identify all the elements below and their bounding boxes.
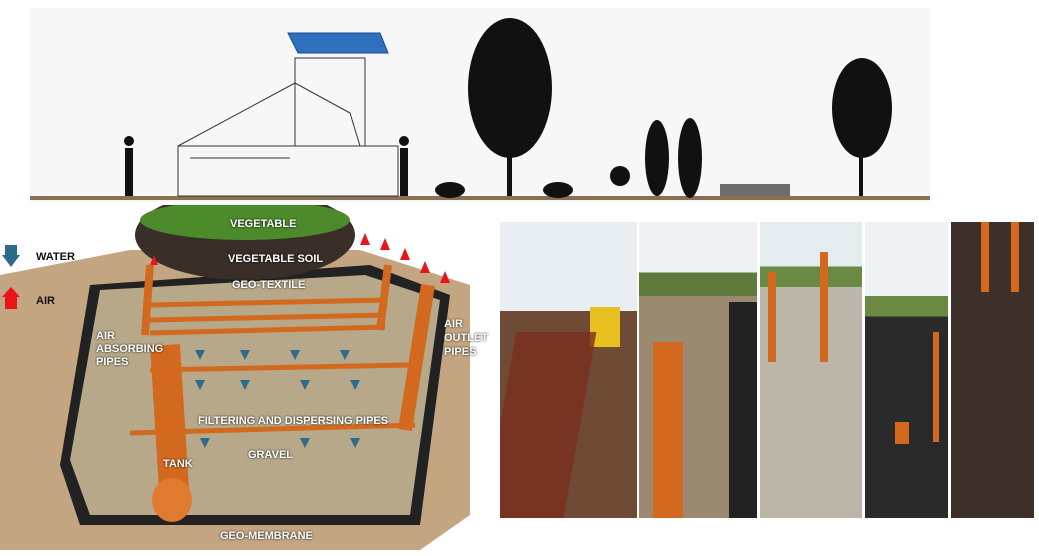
excavator — [590, 307, 620, 347]
photo-excavation — [500, 222, 637, 518]
label-gravel: GRAVEL — [248, 449, 294, 461]
wooden-boards — [500, 332, 597, 518]
label-filtering-pipes: FILTERING AND DISPERSING PIPES — [198, 415, 389, 427]
label-geo-textile: GEO-TEXTILE — [232, 279, 306, 291]
membrane — [729, 302, 757, 518]
tank-end — [152, 478, 192, 522]
photo-backfilled-soil — [951, 222, 1034, 518]
label-vegetable: VEGETABLE — [230, 218, 297, 230]
photo-geo-membrane — [865, 222, 948, 518]
elevation-drawing — [30, 18, 930, 200]
people-silhouettes — [124, 136, 409, 196]
legend-air: AIR — [36, 295, 55, 307]
pipe — [895, 422, 909, 444]
cutaway-illustration — [0, 190, 470, 550]
label-air-outlet-pipes: AIR OUTLET PIPES — [444, 318, 488, 358]
pipe — [933, 332, 939, 442]
pipe — [820, 252, 828, 362]
trees — [435, 18, 892, 198]
vegetable-layer — [140, 200, 350, 240]
water-arrows — [195, 350, 360, 448]
pipe — [1011, 222, 1019, 292]
label-air-absorbing-pipes: AIR ABSORBING PIPES — [96, 330, 164, 368]
pipe — [768, 272, 776, 362]
drainage-cutaway-diagram: VEGETABLE VEGETABLE SOIL GEO-TEXTILE AIR… — [0, 190, 488, 550]
ground-line — [30, 196, 930, 200]
pipe — [653, 342, 683, 518]
pipe — [981, 222, 989, 292]
site-elevation-panel — [30, 8, 930, 202]
air-arrow-icon — [2, 287, 20, 309]
label-vegetable-soil: VEGETABLE SOIL — [228, 253, 324, 265]
legend-water: WATER — [36, 251, 75, 263]
building — [177, 32, 399, 197]
label-tank: TANK — [163, 458, 193, 470]
photo-gravel-trench — [760, 222, 862, 518]
photo-pipes-laid — [639, 222, 757, 518]
water-arrow-icon — [2, 245, 20, 267]
label-geo-membrane: GEO-MEMBRANE — [220, 530, 313, 542]
air-arrows — [150, 233, 450, 283]
